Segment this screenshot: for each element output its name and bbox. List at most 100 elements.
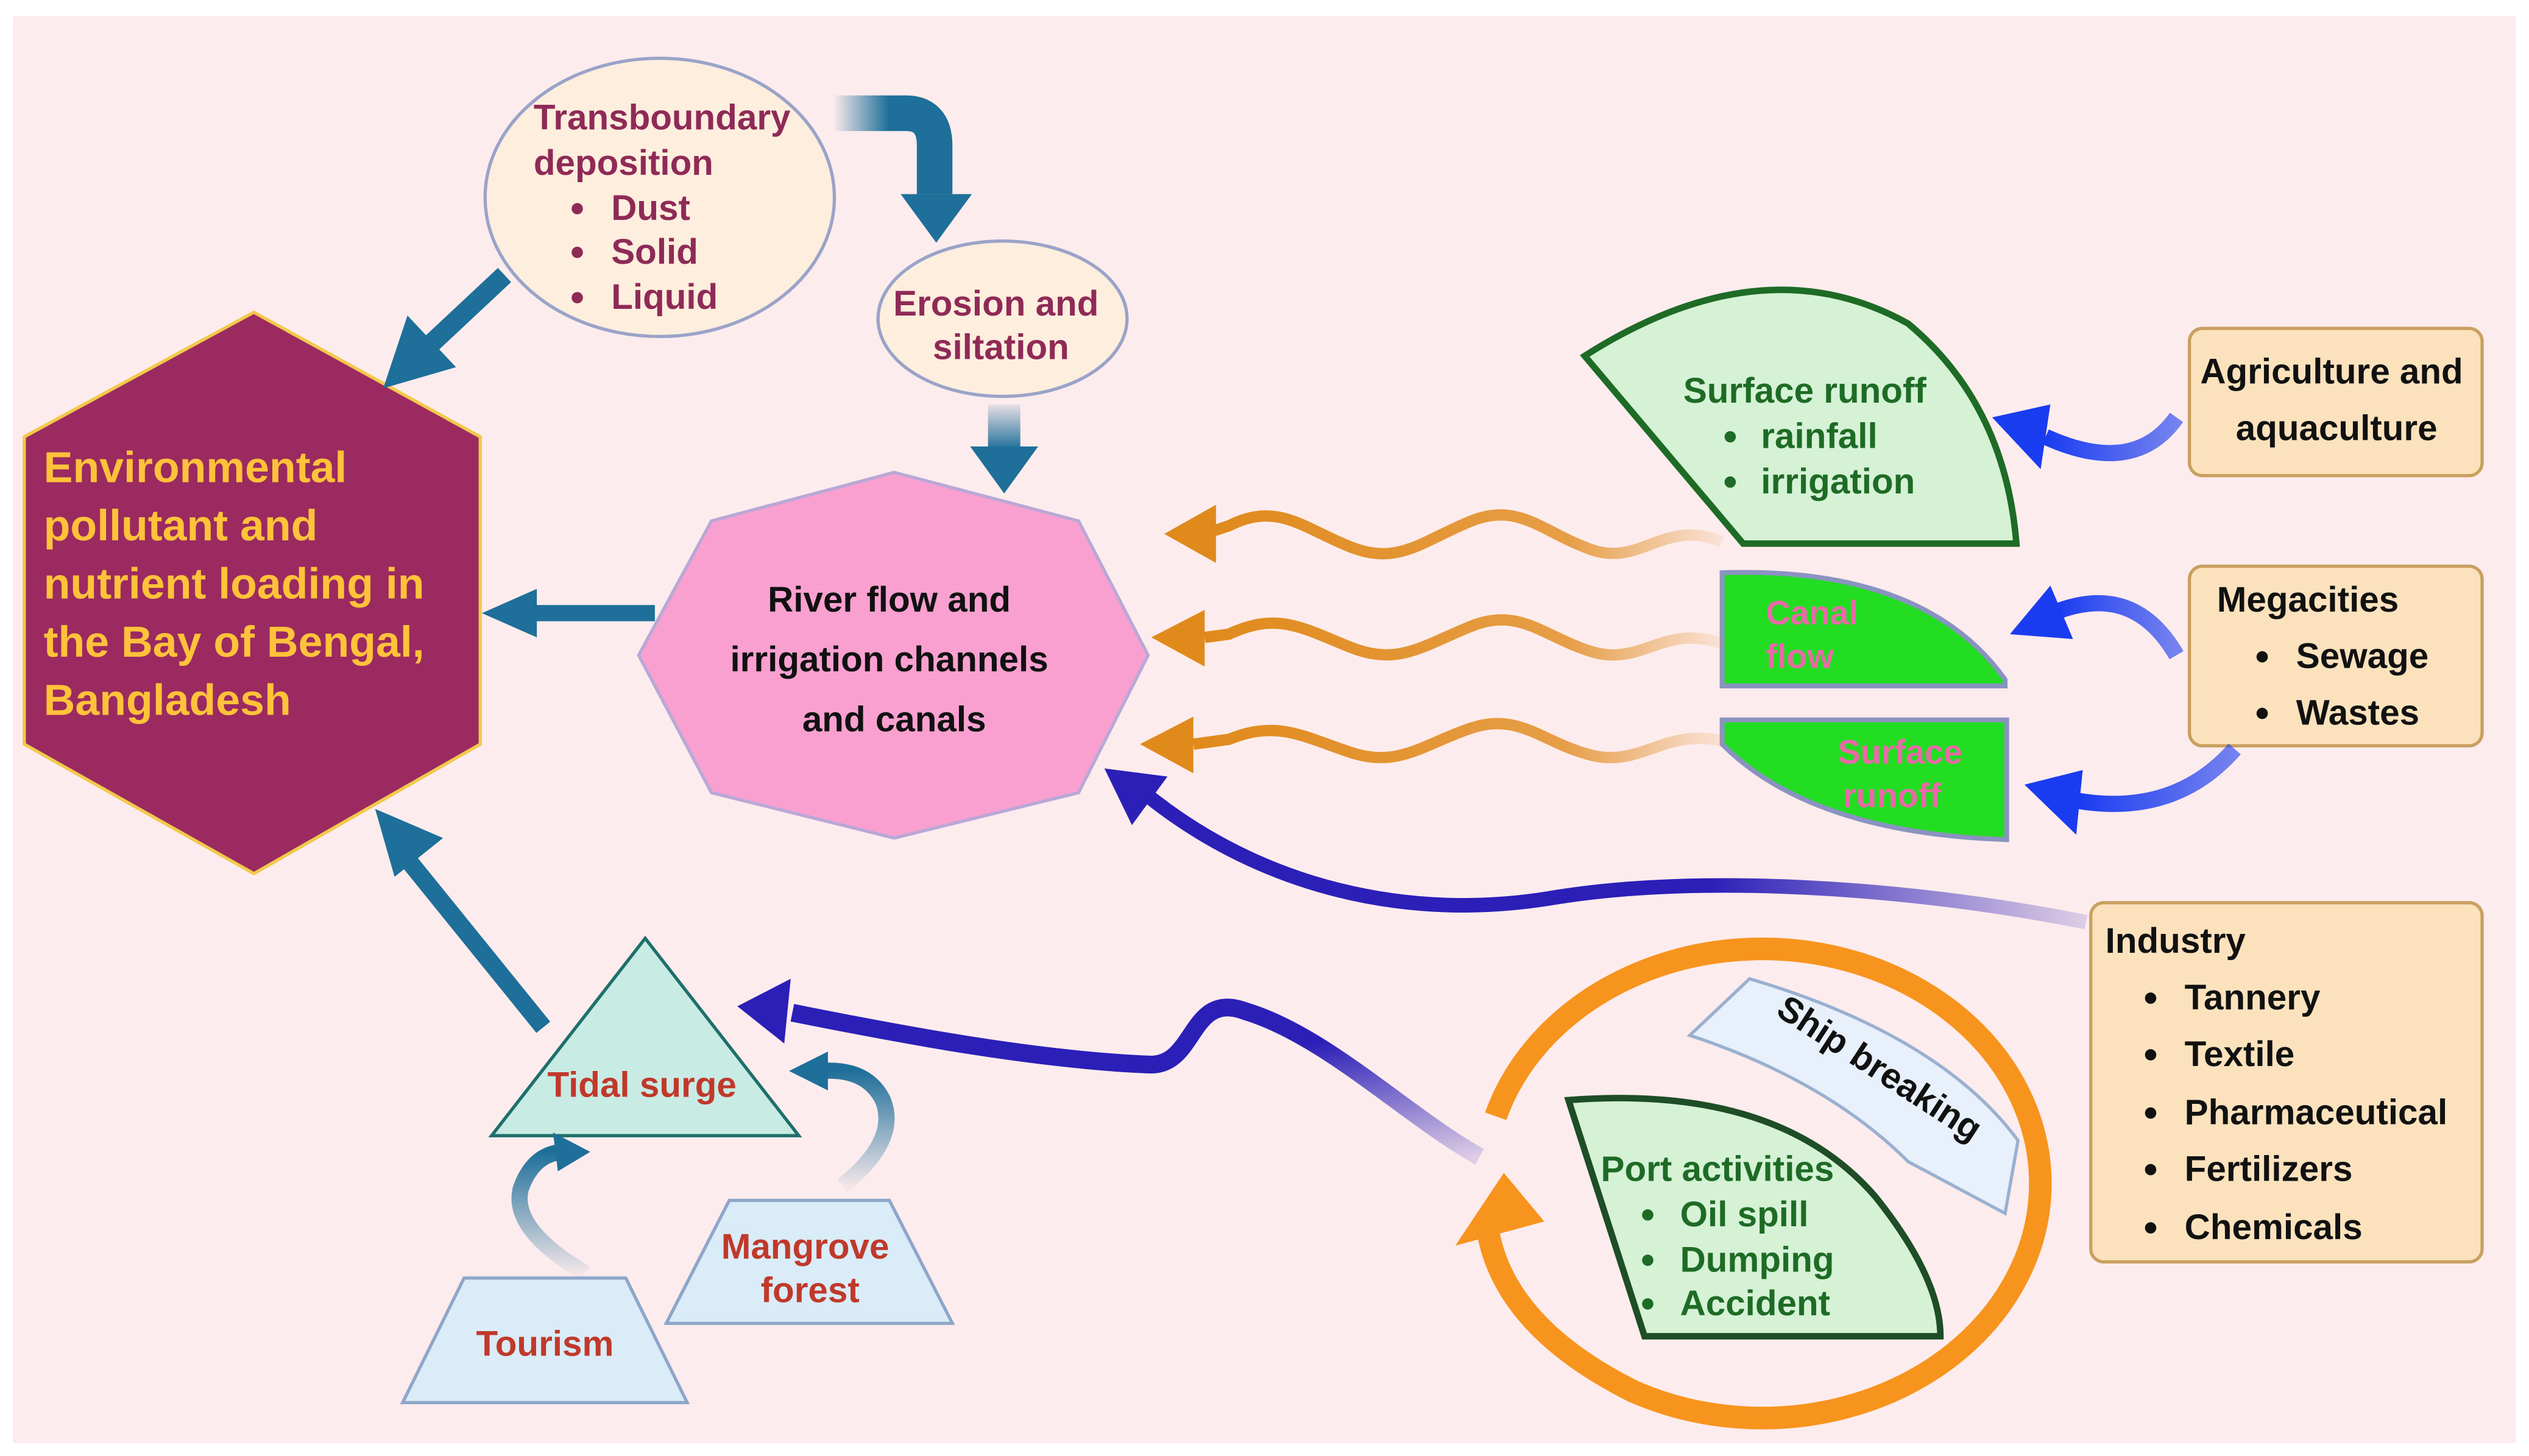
river-octagon: [637, 470, 1150, 840]
agriculture-node: Agriculture and aquaculture: [2187, 327, 2484, 478]
agriculture-line-2: aquaculture: [2236, 408, 2438, 448]
tidal-surge-node: Tidal surge: [488, 935, 802, 1137]
arrow-transboundary-to-erosion: [832, 95, 972, 243]
bullet-icon: [1724, 431, 1736, 443]
arrow-megacities-to-surface: [2024, 743, 2241, 835]
central-line-4: the Bay of Bengal,: [44, 618, 425, 666]
tourism-label: Tourism: [476, 1324, 614, 1363]
tourism-node: Tourism: [400, 1276, 690, 1405]
industry-box: [2089, 901, 2484, 1263]
bullet-icon: [2145, 1164, 2157, 1176]
surface-runoff-item-rainfall: rainfall: [1761, 417, 1877, 456]
megacities-item-wastes: Wastes: [2296, 693, 2419, 733]
surface-runoff-2-line-2: runoff: [1843, 777, 1941, 815]
transboundary-title-2: deposition: [534, 143, 713, 183]
agriculture-text: Agriculture and aquaculture: [2200, 352, 2473, 448]
wavy-arrow-runoff: [1164, 504, 1725, 564]
central-line-5: Bangladesh: [44, 676, 291, 725]
mangrove-line-2: forest: [761, 1271, 860, 1310]
bullet-icon: [1642, 1298, 1654, 1310]
transboundary-ellipse: [483, 56, 837, 339]
canal-flow-line-2: flow: [1766, 638, 1834, 676]
transboundary-node: Transboundary deposition Dust Solid Liqu…: [483, 56, 837, 339]
bullet-icon: [571, 292, 583, 303]
central-hexagon: Environmental pollutant and nutrient loa…: [23, 310, 482, 876]
central-line-2: pollutant and: [44, 501, 318, 550]
river-line-2: irrigation channels: [730, 640, 1048, 679]
port-activities-title-text: Port activities: [1601, 1150, 1834, 1189]
river-line-1: River flow and: [768, 580, 1011, 620]
arrow-agriculture-to-runoff: [1992, 404, 2184, 470]
arrow-tourism-to-tidal: [511, 1132, 590, 1281]
canal-flow-node: Canal flow: [1719, 570, 2008, 688]
surface-runoff-2-shape: [1719, 717, 2009, 843]
tidal-surge-triangle: [488, 935, 802, 1137]
industry-item-chemicals: Chemicals: [2185, 1207, 2363, 1247]
bullet-icon: [1642, 1254, 1654, 1266]
transboundary-item-dust: Dust: [611, 188, 690, 228]
river-line-3: and canals: [802, 699, 986, 739]
mangrove-node: Mangrove forest: [663, 1198, 955, 1325]
erosion-line-1: Erosion and: [893, 284, 1098, 323]
industry-item-textile: Textile: [2185, 1034, 2295, 1074]
port-item-dumping: Dumping: [1680, 1240, 1834, 1279]
bullet-icon: [2145, 1222, 2157, 1234]
mangrove-trapezoid: [663, 1198, 955, 1325]
surface-runoff-node: Surface runoff rainfall irrigation: [1580, 286, 2020, 547]
central-line-1: Environmental: [44, 443, 347, 492]
bullet-icon: [2145, 992, 2157, 1004]
industry-item-pharmaceutical: Pharmaceutical: [2185, 1093, 2448, 1133]
river-text: River flow and irrigation channels and c…: [730, 580, 1058, 740]
mangrove-line-1: Mangrove: [721, 1227, 890, 1267]
bullet-icon: [571, 246, 583, 258]
arrow-river-to-central: [481, 588, 655, 638]
surface-runoff-title: Surface runoff: [1683, 371, 1926, 411]
transboundary-items: Dust Solid Liquid: [611, 188, 718, 317]
central-hexagon-shape: [23, 310, 482, 876]
arrow-mangrove-to-tidal: [789, 1051, 895, 1192]
port-activities-shape: [1564, 1095, 1944, 1340]
erosion-text: Erosion and siltation: [893, 284, 1109, 367]
megacities-title: Megacities: [2217, 580, 2399, 620]
ship-breaking-shape: [1686, 977, 2020, 1216]
industry-title: Industry: [2106, 921, 2246, 961]
central-text: Environmental pollutant and nutrient loa…: [44, 443, 437, 724]
megacities-node: Megacities Sewage Wastes: [2187, 564, 2484, 747]
industry-title-text: Industry: [2106, 921, 2246, 961]
bullet-icon: [2145, 1107, 2157, 1119]
tourism-text: Tourism: [476, 1324, 614, 1363]
industry-item-fertilizers: Fertilizers: [2185, 1150, 2353, 1189]
erosion-ellipse: [876, 239, 1129, 398]
agriculture-box: [2187, 327, 2484, 478]
bullet-icon: [571, 203, 583, 214]
mangrove-text: Mangrove forest: [721, 1227, 899, 1310]
port-cycle-arrowhead: [1455, 1173, 1544, 1246]
river-node: River flow and irrigation channels and c…: [637, 470, 1150, 840]
bullet-icon: [2256, 651, 2268, 663]
tourism-trapezoid: [400, 1276, 690, 1405]
megacities-item-sewage: Sewage: [2296, 637, 2428, 676]
wavy-arrow-canal: [1151, 610, 1724, 667]
industry-node: Industry Tannery Textile Pharmaceutical …: [2089, 901, 2484, 1263]
surface-runoff-2-node: Surface runoff: [1719, 717, 2009, 843]
transboundary-item-liquid: Liquid: [611, 277, 718, 317]
canal-flow-text: Canal flow: [1766, 594, 1867, 676]
port-item-oil-spill: Oil spill: [1680, 1195, 1809, 1234]
arrow-industry-to-river: [1104, 768, 2088, 930]
surface-runoff-shape: [1580, 286, 2020, 547]
port-activities-items: Oil spill Dumping Accident: [1680, 1195, 1844, 1323]
agriculture-line-1: Agriculture and: [2200, 352, 2463, 391]
megacities-items: Sewage Wastes: [2296, 637, 2439, 733]
canal-flow-line-1: Canal: [1766, 594, 1858, 632]
canal-flow-shape: [1719, 570, 2008, 688]
transboundary-item-solid: Solid: [611, 232, 698, 272]
megacities-title-text: Megacities: [2217, 580, 2399, 620]
tidal-surge-label: Tidal surge: [547, 1065, 736, 1104]
transboundary-title-1: Transboundary: [534, 97, 791, 137]
arrow-port-to-tidal: [737, 978, 1484, 1165]
transboundary-title: Transboundary deposition: [534, 97, 801, 182]
arrow-tidal-to-central: [375, 808, 551, 1033]
port-item-accident: Accident: [1680, 1284, 1831, 1323]
surface-runoff-items: rainfall irrigation: [1761, 417, 1915, 501]
